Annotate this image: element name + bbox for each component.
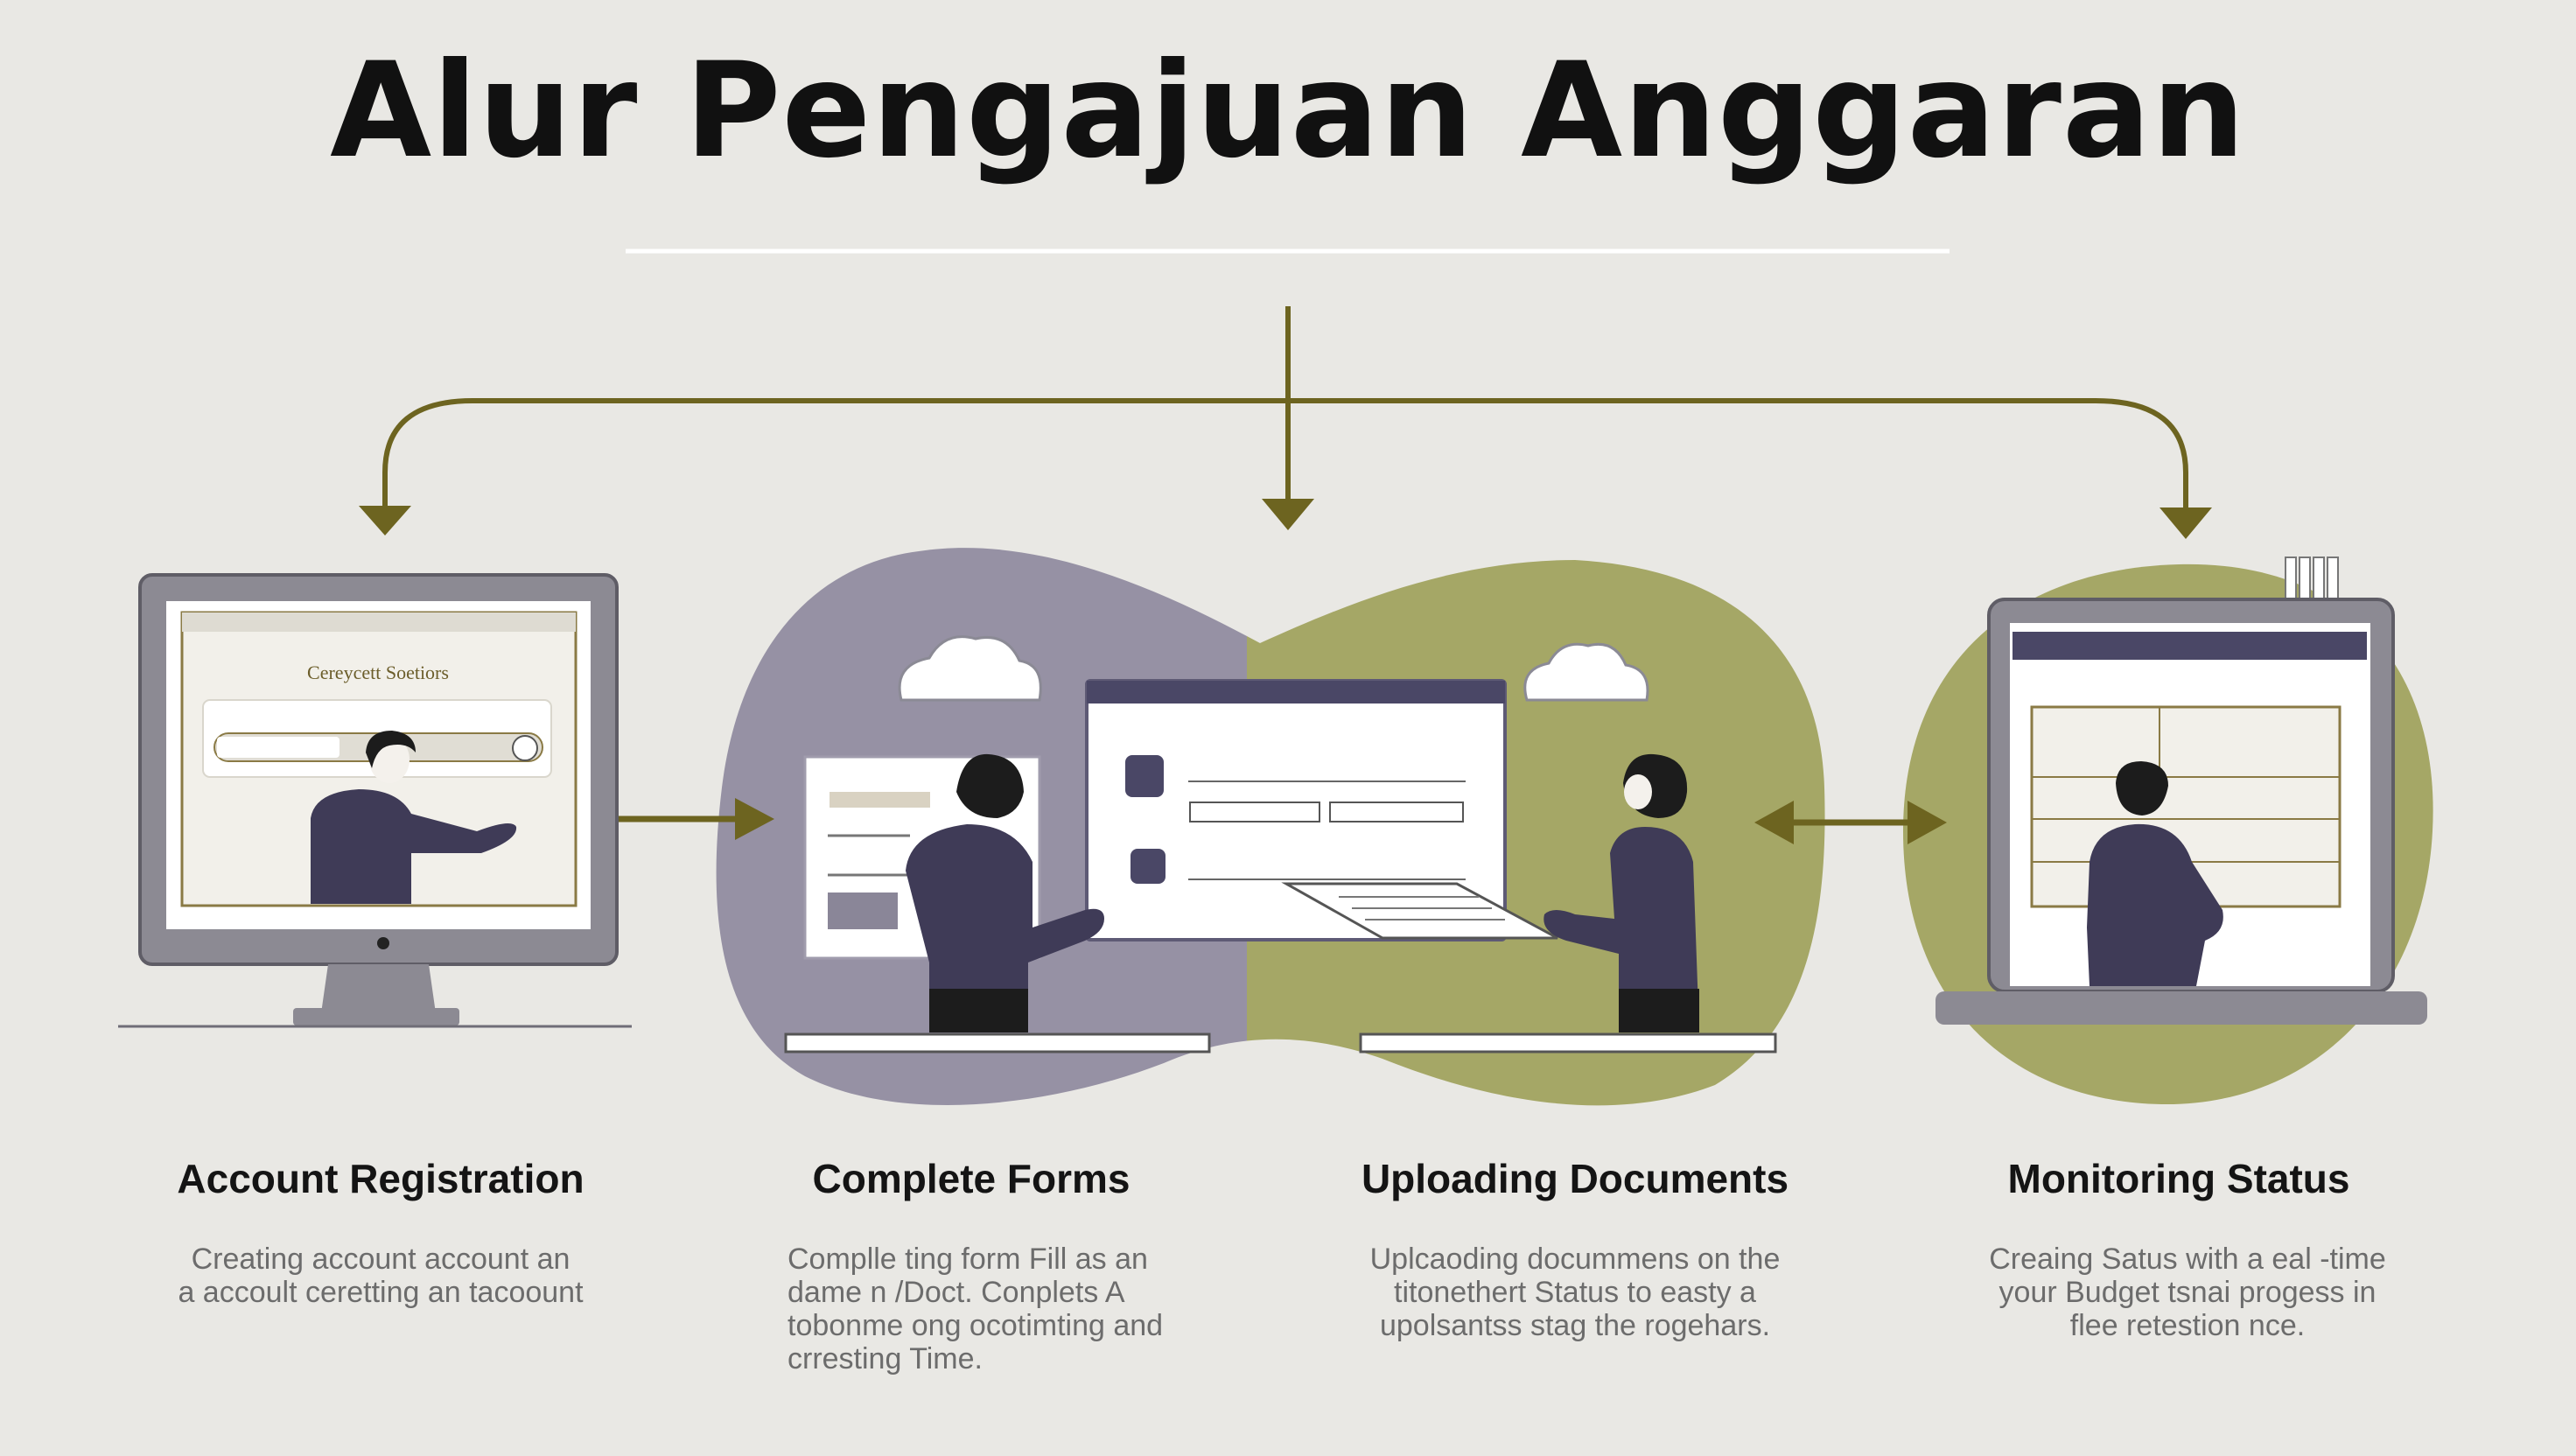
description-line: Uplcaoding docummens on the bbox=[1369, 1242, 1781, 1276]
person-figure bbox=[906, 753, 1104, 1032]
description-line: tobonme ong ocotimting and bbox=[788, 1309, 1164, 1342]
description-line: Creating account account an bbox=[191, 1242, 570, 1276]
person-figure bbox=[2087, 761, 2223, 986]
arrow-down-icon bbox=[2160, 508, 2212, 539]
description-line: your Budget tsnai progess in bbox=[1998, 1276, 2376, 1309]
description-line: titonethert Status to easty a bbox=[1394, 1276, 1756, 1309]
step-description: Uplcaoding docummens on the titonethert … bbox=[1304, 1242, 1846, 1342]
step-title: Monitoring Status bbox=[2007, 1156, 2350, 1201]
page-title: Alur Pengajuan Anggaran bbox=[330, 35, 2246, 187]
cloud-icon bbox=[1523, 642, 1649, 702]
description-line: upolsantss stag the rogehars. bbox=[1379, 1309, 1771, 1342]
cloud-icon bbox=[898, 635, 1042, 702]
form-field-icon bbox=[1125, 755, 1164, 797]
person-figure bbox=[311, 731, 517, 904]
description-line: Complle ting form Fill as an bbox=[788, 1242, 1148, 1276]
description-line: crresting Time. bbox=[788, 1342, 983, 1376]
arrow-bidirectional-icon bbox=[1754, 801, 1947, 844]
description-line: flee retestion nce. bbox=[2069, 1309, 2306, 1342]
step-description: Creaing Satus with a eal -time your Budg… bbox=[1916, 1242, 2459, 1342]
description-line: Creaing Satus with a eal -time bbox=[1989, 1242, 2386, 1276]
form-screens bbox=[784, 679, 1777, 1054]
description-line: dame n /Doct. Conplets A bbox=[788, 1276, 1125, 1309]
arrow-down-icon bbox=[359, 506, 411, 536]
branch-connector bbox=[382, 306, 2188, 521]
step-title: Account Registration bbox=[177, 1156, 584, 1201]
power-button-icon bbox=[377, 937, 389, 949]
step-title: Complete Forms bbox=[812, 1156, 1130, 1201]
desktop-monitor: Cereycett Soetiors bbox=[118, 573, 632, 1028]
description-line: a accoult ceretting an tacoount bbox=[178, 1276, 584, 1309]
laptop-monitoring bbox=[1936, 556, 2427, 1025]
person-figure bbox=[1544, 753, 1699, 1032]
arrow-right-icon bbox=[617, 798, 774, 840]
upload-icon bbox=[1130, 849, 1166, 884]
arrow-down-icon bbox=[1262, 499, 1314, 530]
step-description: Creating account account an a accoult ce… bbox=[109, 1242, 652, 1309]
step-description: Complle ting form Fill as an dame n /Doc… bbox=[704, 1242, 1278, 1376]
registration-screen-header: Cereycett Soetiors bbox=[307, 662, 449, 683]
step-title: Uploading Documents bbox=[1361, 1156, 1789, 1201]
